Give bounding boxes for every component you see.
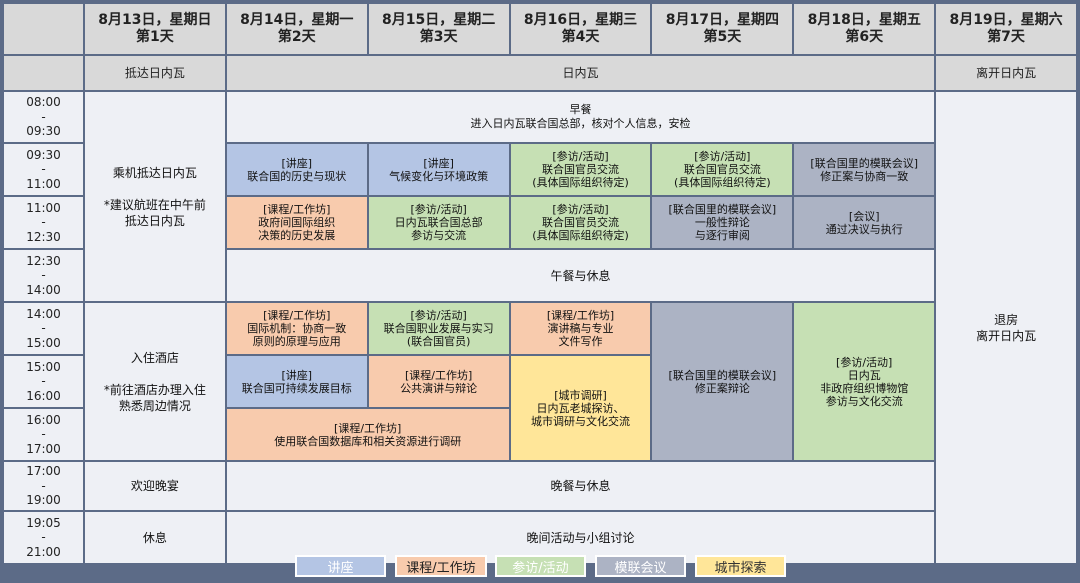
session-visit: [参访/活动] 日内瓦 非政府组织博物馆 参访与文化交流 [794,303,935,460]
session-meeting: [会议] 通过决议与执行 [794,197,935,248]
session-course: [课程/工作坊] 使用联合国数据库和相关资源进行调研 [226,409,509,460]
day-date: 8月19日，星期六 [949,12,1063,28]
time-slot: 09:30 - 11:00 [4,144,83,195]
session-lecture: [讲座] 联合国的历史与现状 [226,144,367,195]
location-arrive: 抵达日内瓦 [85,56,225,90]
session-lecture: [讲座] 联合国可持续发展目标 [226,356,367,407]
time-slot: 14:00 - 15:00 [4,303,83,354]
time-slot: 19:05 - 21:00 [4,512,83,563]
day-header-3: 8月15日，星期二第3天 [368,4,509,54]
day-number: 第3天 [419,29,458,45]
day-date: 8月15日，星期二 [382,12,496,28]
session-course: [课程/工作坊] 公共演讲与辩论 [368,356,509,407]
corner-cell [4,4,83,54]
day-header-4: 8月16日，星期三第4天 [510,4,651,54]
legend-city: 城市探索 [695,555,786,577]
session-visit: [参访/活动] 联合国职业发展与实习 (联合国官员) [368,303,509,354]
day-number: 第5天 [703,29,742,45]
schedule-table: 8月13日，星期日第1天 8月14日，星期一第2天 8月15日，星期二第3天 8… [4,4,1076,563]
location-corner [4,56,83,90]
day-header-2: 8月14日，星期一第2天 [226,4,367,54]
location-geneva: 日内瓦 [226,56,935,90]
time-slot: 17:00 - 19:00 [4,462,83,510]
dinner-block: 晚餐与休息 [226,462,935,510]
time-slot: 12:30 - 14:00 [4,250,83,301]
session-mun: [联合国里的模联会议] 修正案辩论 [652,303,793,460]
time-slot: 16:00 - 17:00 [4,409,83,460]
day-header-7: 8月19日，星期六第7天 [936,4,1076,54]
session-lecture: [讲座] 气候变化与环境政策 [368,144,509,195]
day7-checkout: 退房 离开日内瓦 [936,92,1076,563]
day-date: 8月17日，星期四 [665,12,779,28]
day-number: 第4天 [561,29,600,45]
session-mun: [联合国里的模联会议] 一般性辩论 与逐行审阅 [652,197,793,248]
legend-course: 课程/工作坊 [395,555,487,577]
day1-arrival-note: 乘机抵达日内瓦 *建议航班在中午前 抵达日内瓦 [85,92,225,301]
legend-lecture: 讲座 [295,555,386,577]
day-number: 第2天 [277,29,316,45]
session-city: [城市调研] 日内瓦老城探访、 城市调研与文化交流 [510,356,651,460]
day-header-6: 8月18日，星期五第6天 [794,4,935,54]
session-course: [课程/工作坊] 演讲稿与专业 文件写作 [510,303,651,354]
lunch-block: 午餐与休息 [226,250,935,301]
day-date: 8月18日，星期五 [807,12,921,28]
time-slot: 08:00 - 09:30 [4,92,83,142]
legend-mun: 模联会议 [595,555,686,577]
day1-hotel-note: 入住酒店 *前往酒店办理入住 熟悉周边情况 [85,303,225,460]
day-date: 8月14日，星期一 [240,12,354,28]
day-date: 8月13日，星期日 [98,12,212,28]
session-course: [课程/工作坊] 国际机制：协商一致 原则的原理与应用 [226,303,367,354]
day-header-5: 8月17日，星期四第5天 [652,4,793,54]
time-slot: 15:00 - 16:00 [4,356,83,407]
session-visit: [参访/活动] 日内瓦联合国总部 参访与交流 [368,197,509,248]
day1-rest: 休息 [85,512,225,563]
day-number: 第6天 [845,29,884,45]
day1-welcome-dinner: 欢迎晚宴 [85,462,225,510]
location-depart: 离开日内瓦 [936,56,1076,90]
session-course: [课程/工作坊] 政府间国际组织 决策的历史发展 [226,197,367,248]
day-date: 8月16日，星期三 [523,12,638,28]
day-number: 第1天 [136,29,174,45]
time-slot: 11:00 - 12:30 [4,197,83,248]
legend-visit: 参访/活动 [495,555,586,577]
day-header-1: 8月13日，星期日第1天 [85,4,225,54]
session-mun: [联合国里的模联会议] 修正案与协商一致 [794,144,935,195]
session-visit: [参访/活动] 联合国官员交流 (具体国际组织待定) [652,144,793,195]
breakfast-block: 早餐 进入日内瓦联合国总部，核对个人信息，安检 [226,92,935,142]
evening-activity-block: 晚间活动与小组讨论 [226,512,935,563]
session-visit: [参访/活动] 联合国官员交流 (具体国际组织待定) [510,144,651,195]
day-number: 第7天 [987,29,1025,45]
session-visit: [参访/活动] 联合国官员交流 (具体国际组织待定) [510,197,651,248]
